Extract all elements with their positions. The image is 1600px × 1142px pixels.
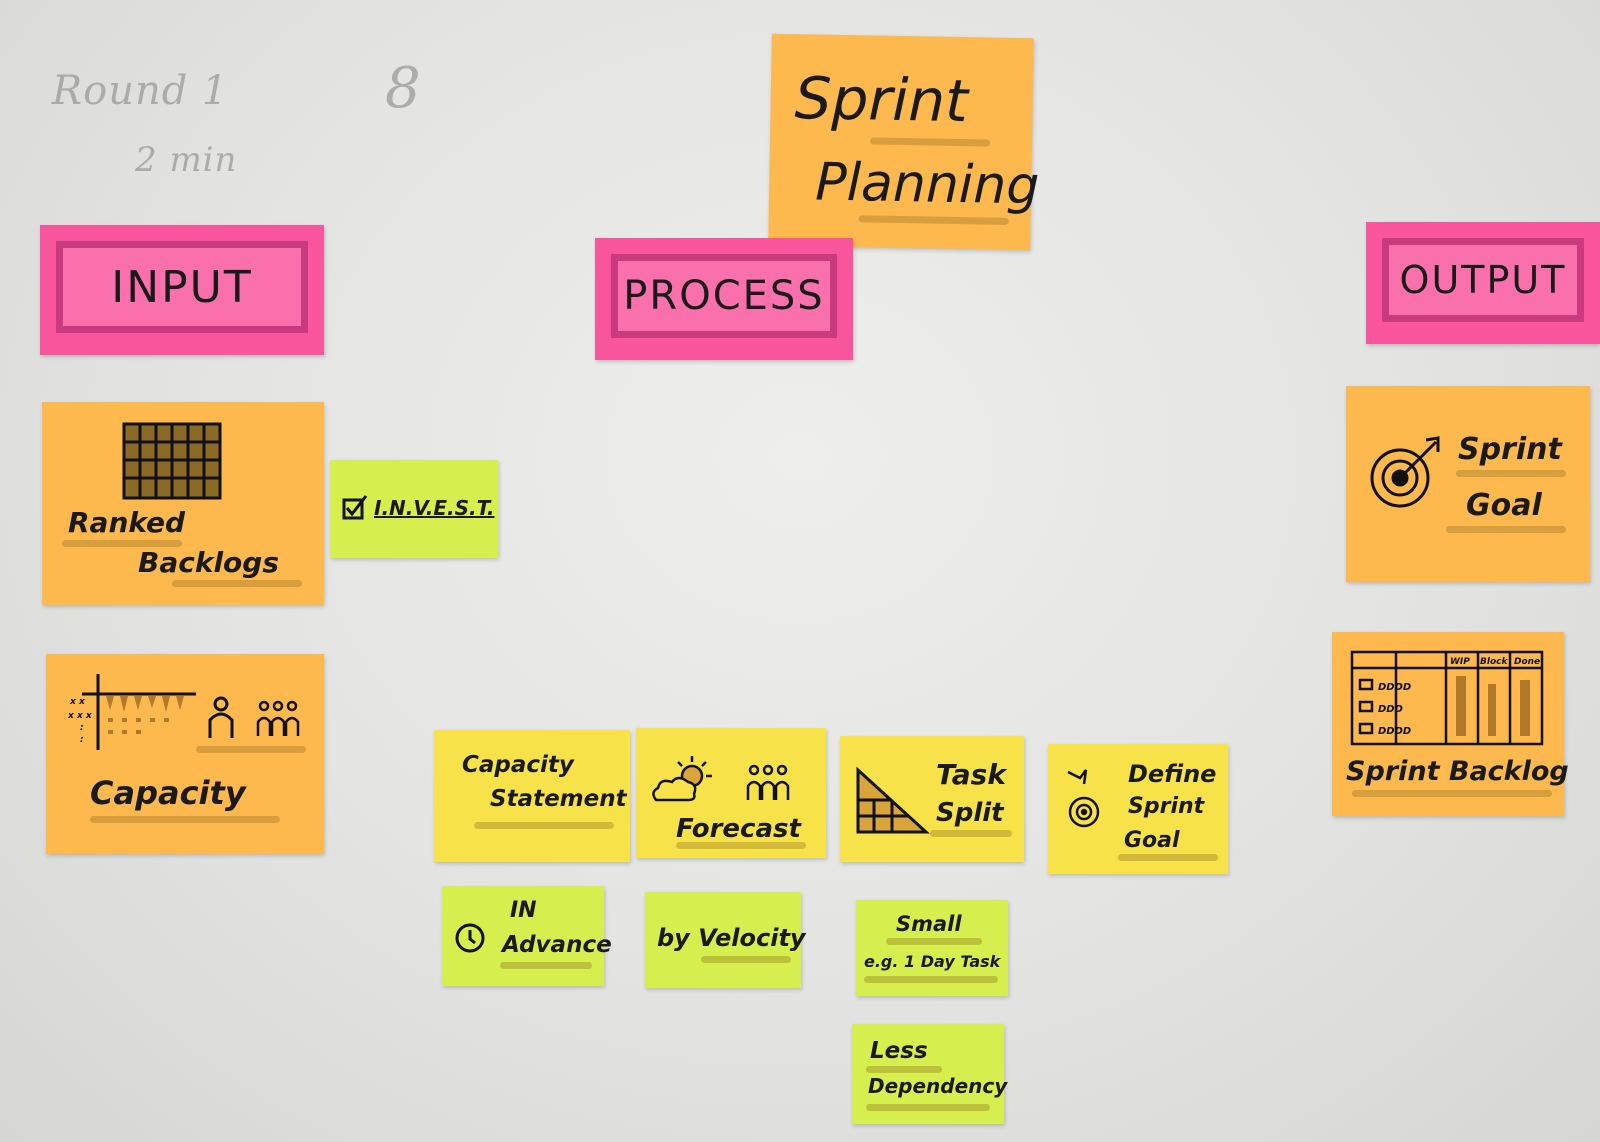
in-advance-note: IN Advance bbox=[442, 886, 612, 986]
title-highlight1 bbox=[869, 137, 991, 147]
svg-text:x x: x x bbox=[69, 697, 86, 707]
task-split-highlight bbox=[930, 830, 1012, 837]
kanban-col-done: Done bbox=[1514, 657, 1540, 667]
svg-text:x x x: x x x bbox=[68, 711, 93, 721]
team-icon bbox=[256, 700, 300, 736]
input-header-note: INPUT bbox=[40, 225, 324, 355]
input-header: INPUT bbox=[111, 261, 253, 313]
title-highlight2 bbox=[858, 215, 1009, 225]
less-dependency-highlight2 bbox=[866, 1104, 990, 1111]
by-velocity-note: by Velocity bbox=[645, 892, 806, 988]
backlogs-label: Backlogs bbox=[138, 546, 279, 579]
capacity-statement-highlight bbox=[474, 822, 614, 829]
svg-text::: : bbox=[80, 735, 84, 745]
svg-text:DDDD: DDDD bbox=[1378, 682, 1411, 693]
input-header-frame: INPUT bbox=[56, 241, 308, 333]
invest-note: I.N.V.E.S.T. bbox=[330, 460, 498, 558]
capacity-statement-line2: Statement bbox=[490, 786, 627, 812]
ranked-highlight bbox=[62, 540, 182, 547]
forecast-note: Forecast bbox=[636, 728, 826, 858]
output-header-frame: OUTPUT bbox=[1382, 238, 1584, 322]
checkbox-icon bbox=[342, 495, 368, 520]
clock-icon bbox=[455, 923, 485, 953]
in-advance-highlight bbox=[500, 962, 592, 969]
process-header: PROCESS bbox=[623, 273, 825, 319]
by-velocity-label: by Velocity bbox=[657, 924, 806, 952]
sprint-backlog-highlight bbox=[1352, 790, 1552, 797]
ranked-label: Ranked bbox=[68, 506, 186, 539]
sprint-goal-note: Sprint Goal bbox=[1346, 386, 1590, 582]
in-advance-line2: Advance bbox=[502, 932, 612, 958]
small-highlight bbox=[886, 938, 982, 945]
task-split-note: Task Split bbox=[840, 736, 1024, 862]
svg-text:DDDD: DDDD bbox=[1378, 726, 1411, 737]
svg-text::: : bbox=[80, 723, 84, 733]
pencil-note-number: 8 bbox=[385, 56, 422, 121]
capacity-highlight bbox=[90, 816, 280, 823]
small-task-note: Small e.g. 1 Day Task bbox=[856, 900, 1008, 996]
capacity-label: Capacity bbox=[90, 774, 246, 812]
output-header-note: OUTPUT bbox=[1366, 222, 1600, 344]
title-line1: Sprint bbox=[794, 64, 969, 136]
target-arrow-icon bbox=[1370, 436, 1440, 508]
backlogs-highlight bbox=[172, 580, 302, 587]
title-note: Sprint Planning bbox=[768, 33, 1040, 251]
small-line2: e.g. 1 Day Task bbox=[864, 952, 1001, 971]
output-header: OUTPUT bbox=[1399, 258, 1567, 302]
cloud-sun-icon bbox=[652, 756, 712, 802]
capacity-chart-highlight bbox=[196, 746, 306, 753]
team-icon bbox=[746, 764, 790, 800]
task-split-line1: Task bbox=[936, 758, 1006, 791]
title-line2: Planning bbox=[814, 152, 1040, 217]
capacity-statement-line1: Capacity bbox=[462, 752, 574, 778]
capacity-statement-note: Capacity Statement bbox=[434, 730, 630, 862]
process-header-note: PROCESS bbox=[595, 238, 853, 360]
grid-icon bbox=[122, 422, 222, 500]
sprint-goal-line1: Sprint bbox=[1458, 432, 1562, 467]
define-line3: Goal bbox=[1124, 828, 1180, 853]
person-icon bbox=[208, 696, 234, 738]
define-highlight bbox=[1118, 854, 1218, 861]
define-line1: Define bbox=[1128, 760, 1217, 788]
invest-label: I.N.V.E.S.T. bbox=[374, 496, 495, 520]
kanban-col-block: Block bbox=[1480, 657, 1508, 667]
less-dependency-line2: Dependency bbox=[868, 1074, 1008, 1098]
forecast-label: Forecast bbox=[676, 814, 801, 844]
pencil-note-time: 2 min bbox=[135, 140, 238, 180]
ranked-backlogs-note: Ranked Backlogs bbox=[42, 402, 324, 605]
less-dependency-line1: Less bbox=[870, 1038, 928, 1064]
small-line1: Small bbox=[896, 912, 962, 936]
forecast-highlight bbox=[676, 842, 806, 849]
less-dependency-note: Less Dependency bbox=[852, 1024, 1008, 1124]
triangle-split-icon bbox=[856, 766, 930, 834]
define-line2: Sprint bbox=[1128, 794, 1205, 819]
sprint-goal-line2: Goal bbox=[1466, 488, 1542, 523]
task-split-line2: Split bbox=[936, 798, 1004, 828]
sprint-backlog-label: Sprint Backlog bbox=[1346, 756, 1569, 787]
capacity-chart-icon: x xx x x:: bbox=[68, 674, 196, 750]
by-velocity-highlight bbox=[701, 956, 791, 963]
define-sprint-goal-note: Define Sprint Goal bbox=[1048, 744, 1228, 874]
less-dependency-highlight bbox=[866, 1066, 942, 1073]
kanban-col-wip: WIP bbox=[1450, 657, 1470, 667]
svg-text:DDD: DDD bbox=[1378, 704, 1403, 715]
sprint-goal-highlight2 bbox=[1446, 526, 1566, 533]
process-header-frame: PROCESS bbox=[611, 254, 837, 338]
sprint-goal-highlight1 bbox=[1456, 470, 1566, 477]
in-advance-line1: IN bbox=[510, 898, 537, 923]
small-highlight2 bbox=[864, 976, 998, 983]
pencil-note-round: Round 1 bbox=[52, 68, 229, 114]
target-icon bbox=[1067, 769, 1100, 828]
